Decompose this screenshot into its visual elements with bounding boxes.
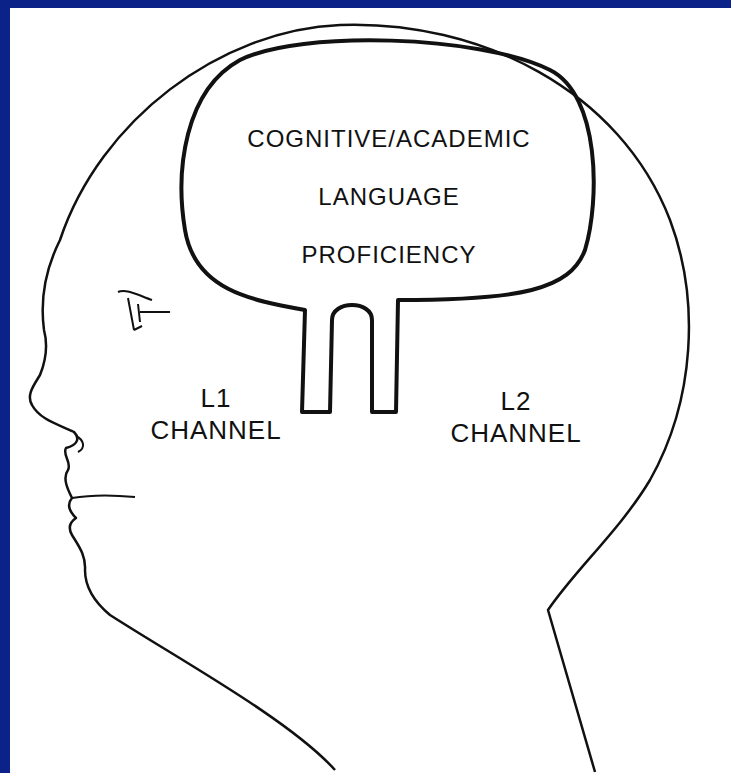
bubble-outline: [178, 18, 600, 414]
head-outline: [30, 25, 689, 772]
eye-sketch: [118, 291, 170, 330]
bubble-shape: [182, 40, 594, 412]
bubble-text: COGNITIVE/ACADEMIC LANGUAGE PROFICIENCY: [178, 110, 600, 284]
channel-label: L2 CHANNEL: [450, 385, 581, 449]
mouth-line: [72, 495, 135, 498]
bubble-node: COGNITIVE/ACADEMIC LANGUAGE PROFICIENCY: [178, 18, 600, 414]
nostril: [76, 436, 83, 452]
channel-label: L1 CHANNEL: [150, 382, 281, 446]
